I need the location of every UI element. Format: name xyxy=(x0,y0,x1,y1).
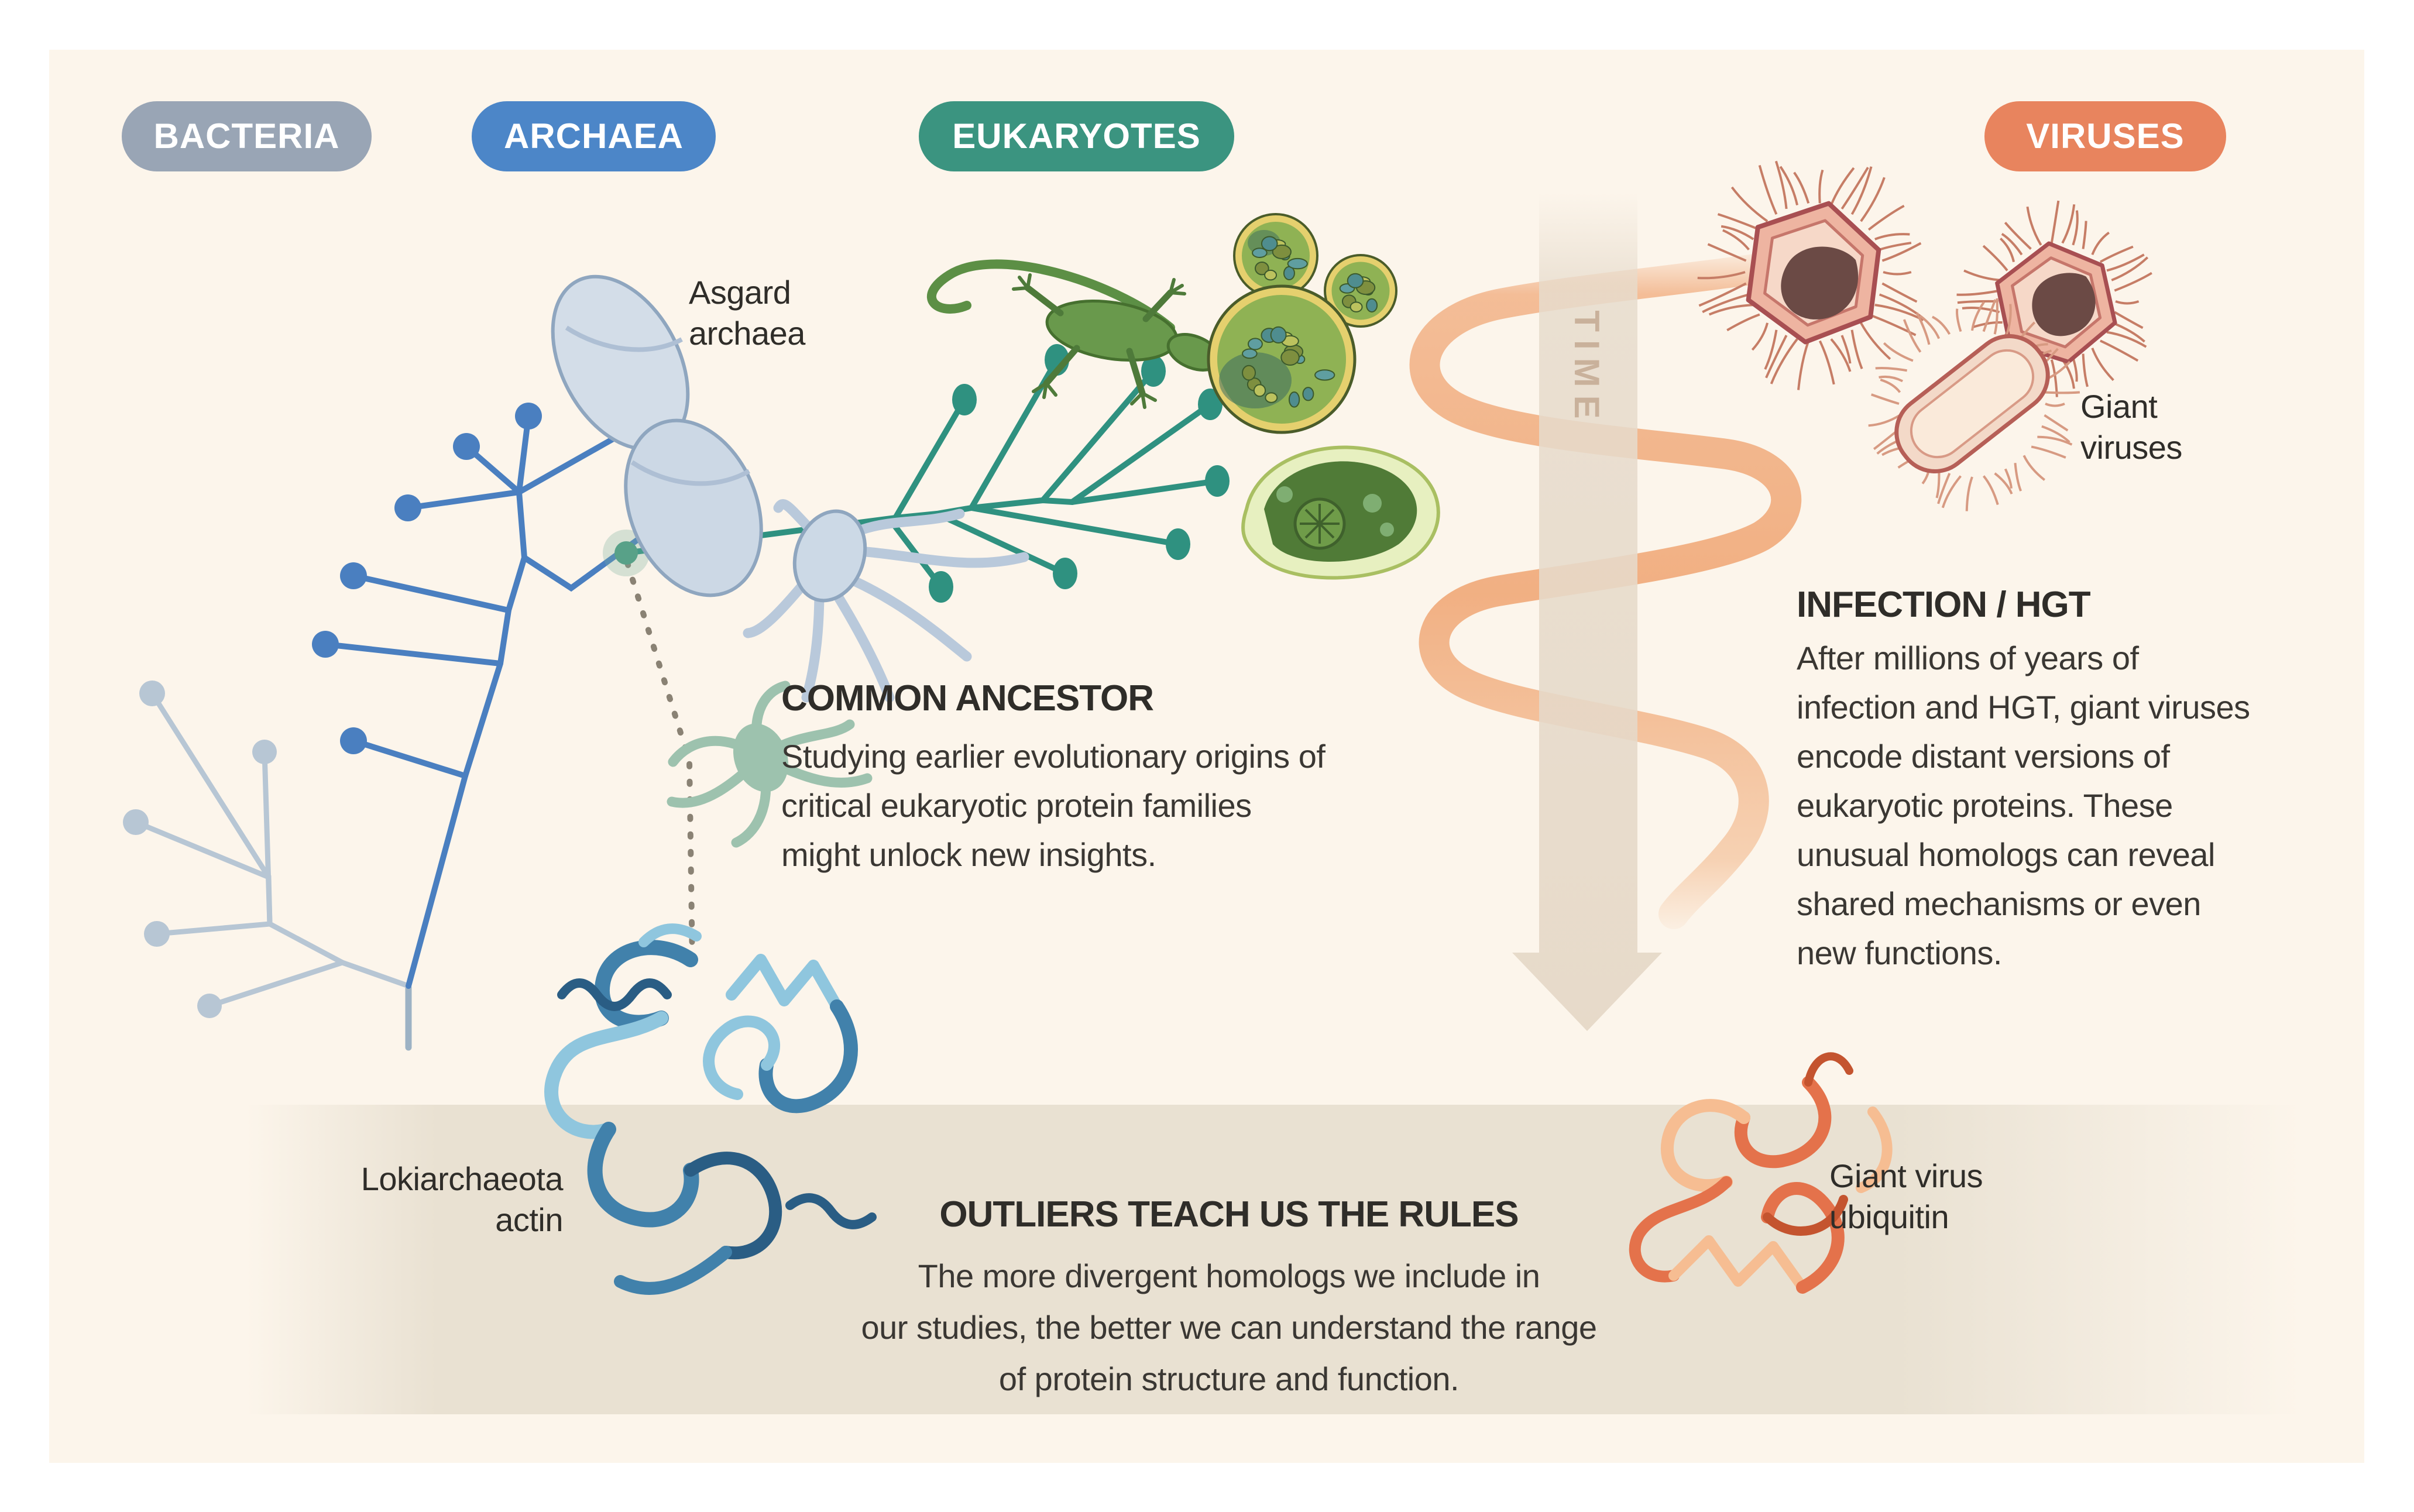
asgard-archaea-illustration xyxy=(551,274,1029,703)
outliers-section: OUTLIERS TEACH US THE RULES The more div… xyxy=(732,1194,1726,1405)
giant-viruses-label: Giant viruses xyxy=(2080,388,2182,466)
common-ancestor-title: COMMON ANCESTOR xyxy=(781,678,1154,719)
hgt-spiral xyxy=(1409,245,1824,929)
pill-viruses: VIRUSES xyxy=(1984,101,2226,171)
infection-text-line: unusual homologs can reveal xyxy=(1797,836,2215,873)
common-ancestor-text-line: critical eukaryotic protein families xyxy=(781,787,1252,824)
pill-bacteria: BACTERIA xyxy=(122,101,372,171)
algae-cells-illustration xyxy=(1207,213,1397,434)
asgard-archaea-label: Asgard archaea xyxy=(689,274,805,352)
phylo-tree-eukaryotes xyxy=(603,344,1230,603)
infection-text-line: eukaryotic proteins. These xyxy=(1797,787,2173,824)
common-ancestor-text-line: might unlock new insights. xyxy=(781,836,1156,873)
lizard-illustration xyxy=(926,259,1221,409)
dotted-descent-line xyxy=(624,560,695,963)
infection-text-line: encode distant versions of xyxy=(1797,738,2170,775)
common-ancestor-illustration xyxy=(667,681,873,848)
time-axis-label: TIME xyxy=(1567,310,1607,427)
outliers-title: OUTLIERS TEACH US THE RULES xyxy=(939,1194,1519,1235)
eukaryogenesis-node xyxy=(614,541,638,565)
actin-structure xyxy=(544,923,877,1295)
outliers-text-line: of protein structure and function. xyxy=(998,1360,1460,1397)
outliers-text-line: our studies, the better we can understan… xyxy=(861,1309,1597,1346)
giant-virus-ubiquitin-label: Giant virus ubiquitin xyxy=(1829,1157,1983,1235)
pill-archaea: ARCHAEA xyxy=(472,101,716,171)
phylo-tree-bacteria xyxy=(123,681,412,1051)
lokiarchaeota-actin-label: Lokiarchaeota actin xyxy=(360,1160,564,1238)
infection-text-line: shared mechanisms or even xyxy=(1797,885,2201,922)
protist-illustration xyxy=(1241,445,1440,580)
time-arrow xyxy=(1512,193,1662,1031)
infection-hgt-title: INFECTION / HGT xyxy=(1797,585,2091,625)
outliers-text-line: The more divergent homologs we include i… xyxy=(918,1257,1540,1294)
infection-text-line: infection and HGT, giant viruses xyxy=(1797,689,2250,726)
ubiquitin-structure xyxy=(1629,1052,1893,1294)
infection-text-line: After millions of years of xyxy=(1797,640,2139,676)
giant-virus-illustration xyxy=(1697,160,2152,511)
infection-hgt-section: INFECTION / HGT After millions of years … xyxy=(1797,584,2250,978)
common-ancestor-text-line: Studying earlier evolutionary origins of xyxy=(781,738,1326,775)
infection-text-line: new functions. xyxy=(1797,934,2002,971)
pill-eukaryotes: EUKARYOTES xyxy=(919,101,1234,171)
common-ancestor-section: COMMON ANCESTOR Studying earlier evoluti… xyxy=(781,678,1326,879)
